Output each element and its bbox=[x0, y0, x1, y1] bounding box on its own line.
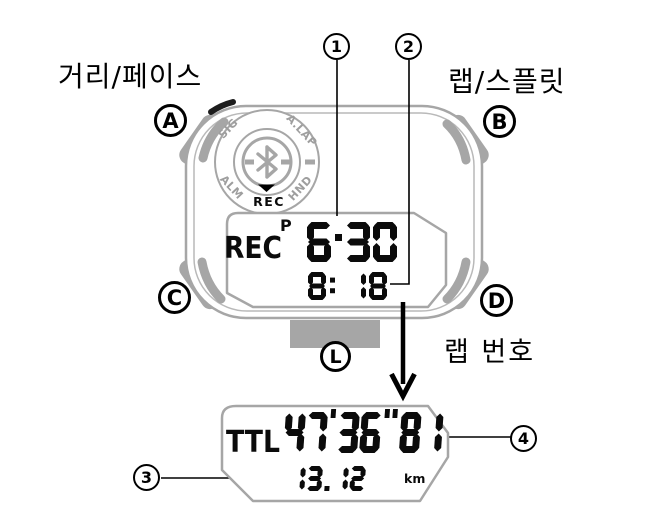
button-d-label: D bbox=[480, 284, 513, 317]
zoom-display-panel bbox=[220, 404, 450, 503]
dial-dash-ring-right bbox=[305, 159, 315, 165]
label-lap-number: 랩 번호 bbox=[444, 337, 536, 368]
button-a-label: A bbox=[154, 104, 187, 137]
label-distance-pace: 거리/페이스 bbox=[58, 60, 203, 93]
bezel-accent-dark bbox=[208, 99, 236, 115]
main-display-p-flag: P bbox=[280, 216, 292, 235]
button-c-label: C bbox=[158, 281, 191, 314]
callout-2-line bbox=[390, 60, 410, 285]
zoom-display-km-unit: km bbox=[404, 471, 425, 486]
bezel-shade-bottom-left bbox=[197, 257, 226, 304]
label-lap-split: 랩/스플릿 bbox=[448, 65, 566, 98]
bluetooth-icon bbox=[256, 145, 278, 179]
zoom-display: TTL km bbox=[220, 404, 450, 503]
watch-dial: SIG A.LAP ALM HND REC bbox=[214, 109, 320, 215]
callout-1-badge: 1 bbox=[323, 33, 350, 60]
callout-lines bbox=[161, 60, 511, 479]
zoom-display-time-digits bbox=[284, 409, 444, 453]
bezel-shade-bottom-right bbox=[442, 257, 471, 304]
callout-2-badge: 2 bbox=[395, 33, 422, 60]
main-display-pace-digits bbox=[307, 222, 397, 262]
dial-dash-right bbox=[281, 159, 290, 165]
main-display-lap-digits bbox=[308, 272, 387, 300]
callout-4-badge: 4 bbox=[510, 425, 537, 452]
dial-label-rec: REC bbox=[253, 194, 285, 209]
callout-3-badge: 3 bbox=[133, 464, 160, 491]
zoom-arrow-head bbox=[389, 372, 417, 402]
zoom-display-ttl-label: TTL bbox=[226, 425, 280, 460]
dial-dash-left bbox=[245, 159, 254, 165]
bezel-shade-top-right bbox=[442, 119, 471, 165]
button-l-label: L bbox=[320, 341, 351, 372]
main-display: REC P bbox=[224, 211, 448, 309]
zoom-display-distance-digits bbox=[299, 466, 366, 491]
dial-pointer-triangle-icon bbox=[258, 184, 275, 192]
main-display-mode-text: REC bbox=[224, 231, 282, 266]
bezel-shade-top-left bbox=[198, 117, 229, 163]
case-inner-outline bbox=[193, 112, 475, 312]
button-b-label: B bbox=[483, 105, 516, 138]
